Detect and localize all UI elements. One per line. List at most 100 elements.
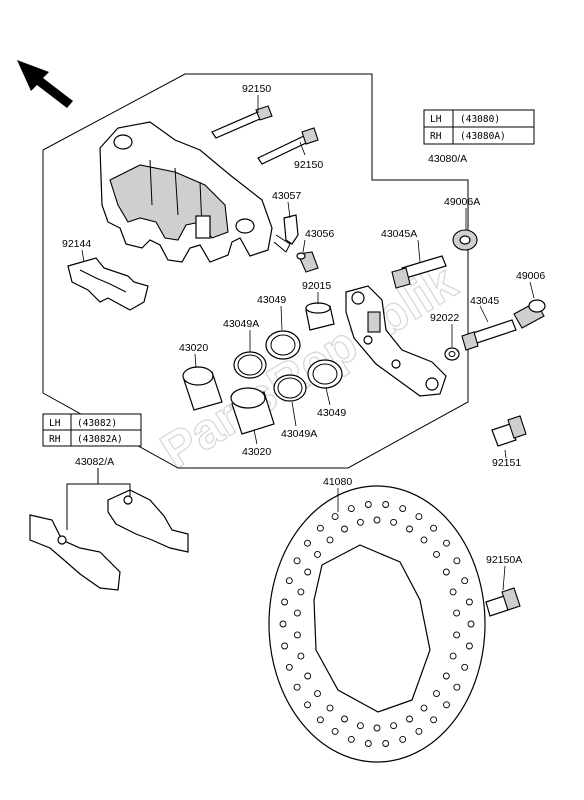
disc-hole <box>449 652 457 660</box>
caliper-table-side-rh: RH <box>430 131 442 142</box>
disc-hole <box>331 513 339 521</box>
boot-49006 <box>513 299 546 329</box>
seal-43049A-top <box>233 351 267 379</box>
disc-hole <box>461 663 469 671</box>
bolt-92150-mid <box>257 127 319 165</box>
disc-hole <box>304 568 312 576</box>
disc-hole <box>279 620 287 628</box>
disc-hole <box>406 715 413 723</box>
disc-hole <box>443 539 450 547</box>
bushing-92015 <box>305 302 335 331</box>
label-43049-bot: 43049 <box>317 407 346 419</box>
disc-hole <box>326 536 334 544</box>
label-43045: 43045 <box>470 295 499 307</box>
disc-hole <box>297 588 305 596</box>
piston-43020-bot <box>230 387 275 435</box>
pin-43045 <box>461 319 517 351</box>
disc-hole <box>347 735 355 743</box>
bolt-92150A <box>485 587 521 617</box>
label-92144: 92144 <box>62 238 91 250</box>
label-43049A-bot: 43049A <box>281 428 317 440</box>
disc-hole <box>382 501 390 508</box>
disc-hole <box>285 663 293 671</box>
pad-table-side-lh: LH <box>49 418 61 429</box>
disc-hole <box>373 724 381 732</box>
disc-hole <box>314 550 321 558</box>
disc-hole <box>316 524 324 532</box>
disc-hole <box>373 516 381 524</box>
disc-hole <box>304 672 312 680</box>
disc-hole <box>430 716 438 724</box>
disc-hole <box>399 505 407 513</box>
disc-hole <box>433 550 440 558</box>
disc-hole <box>293 609 301 617</box>
disc-hole <box>341 525 348 533</box>
disc-hole <box>443 701 450 709</box>
pad-table-part-rh: (43082A) <box>77 434 123 445</box>
label-92150-top: 92150 <box>242 83 271 95</box>
label-43080A: 43080/A <box>428 153 467 165</box>
caliper-table-part-lh: (43080) <box>460 114 500 125</box>
label-92015: 92015 <box>302 280 331 292</box>
disc-hole <box>442 672 450 680</box>
label-43049-top: 43049 <box>257 294 286 306</box>
caliper-side-table: LH (43080) RH (43080A) <box>423 109 535 145</box>
disc-hole <box>399 735 407 743</box>
disc-hole <box>390 722 398 730</box>
disc-hole <box>420 704 428 712</box>
pad-side-table: LH (43082) RH (43082A) <box>42 413 142 447</box>
seal-43049-top <box>265 330 301 360</box>
disc-hole <box>382 740 390 747</box>
disc-hole <box>297 652 305 660</box>
pad-table-side-rh: RH <box>49 434 61 445</box>
label-92022: 92022 <box>430 312 459 324</box>
disc-hole <box>453 631 461 639</box>
caliper-table-side-lh: LH <box>430 114 442 125</box>
disc-hole <box>285 577 293 585</box>
disc-hole <box>461 577 469 585</box>
disc-hole <box>465 642 473 650</box>
disc-hole <box>281 598 289 606</box>
piston-43020-top <box>182 366 223 411</box>
disc-hole <box>453 609 461 617</box>
washer-92022 <box>444 347 460 361</box>
disc-hole <box>364 501 372 508</box>
label-43020-bot: 43020 <box>242 446 271 458</box>
disc-hole <box>314 690 321 698</box>
boot-49006A <box>452 229 478 251</box>
pad-spring-92144 <box>67 257 149 311</box>
disc-hole <box>453 557 461 565</box>
bolt-92151 <box>491 415 527 447</box>
label-43056: 43056 <box>305 228 334 240</box>
disc-hole <box>304 701 311 709</box>
disc-hole <box>467 620 475 628</box>
disc-hole <box>449 588 457 596</box>
caliper-bracket <box>345 285 447 397</box>
label-92150A: 92150A <box>486 554 522 566</box>
brake-pad-set-43082A <box>29 489 189 591</box>
label-92151: 92151 <box>492 457 521 469</box>
disc-hole <box>293 557 301 565</box>
disc-hole <box>420 536 428 544</box>
label-43045A: 43045A <box>381 228 417 240</box>
disc-hole <box>433 690 440 698</box>
label-49006: 49006 <box>516 270 545 282</box>
disc-hole <box>331 727 339 735</box>
disc-hole <box>390 518 398 526</box>
caliper-body <box>99 121 273 263</box>
disc-hole <box>293 631 301 639</box>
disc-hole <box>281 642 289 650</box>
caliper-table-part-rh: (43080A) <box>460 131 506 142</box>
disc-hole <box>356 722 364 730</box>
bleeder-valve-43056 <box>296 251 319 273</box>
seal-43049-bot <box>307 359 343 389</box>
disc-hole <box>326 704 334 712</box>
label-92150-mid: 92150 <box>294 159 323 171</box>
part-labels: 92150 92150 43057 43056 92144 43080/A 49… <box>62 83 545 566</box>
seal-43049A-bot <box>273 374 307 402</box>
disc-hole <box>293 683 301 691</box>
disc-hole <box>347 505 355 513</box>
disc-hole <box>453 683 461 691</box>
leader-lines <box>81 95 535 591</box>
